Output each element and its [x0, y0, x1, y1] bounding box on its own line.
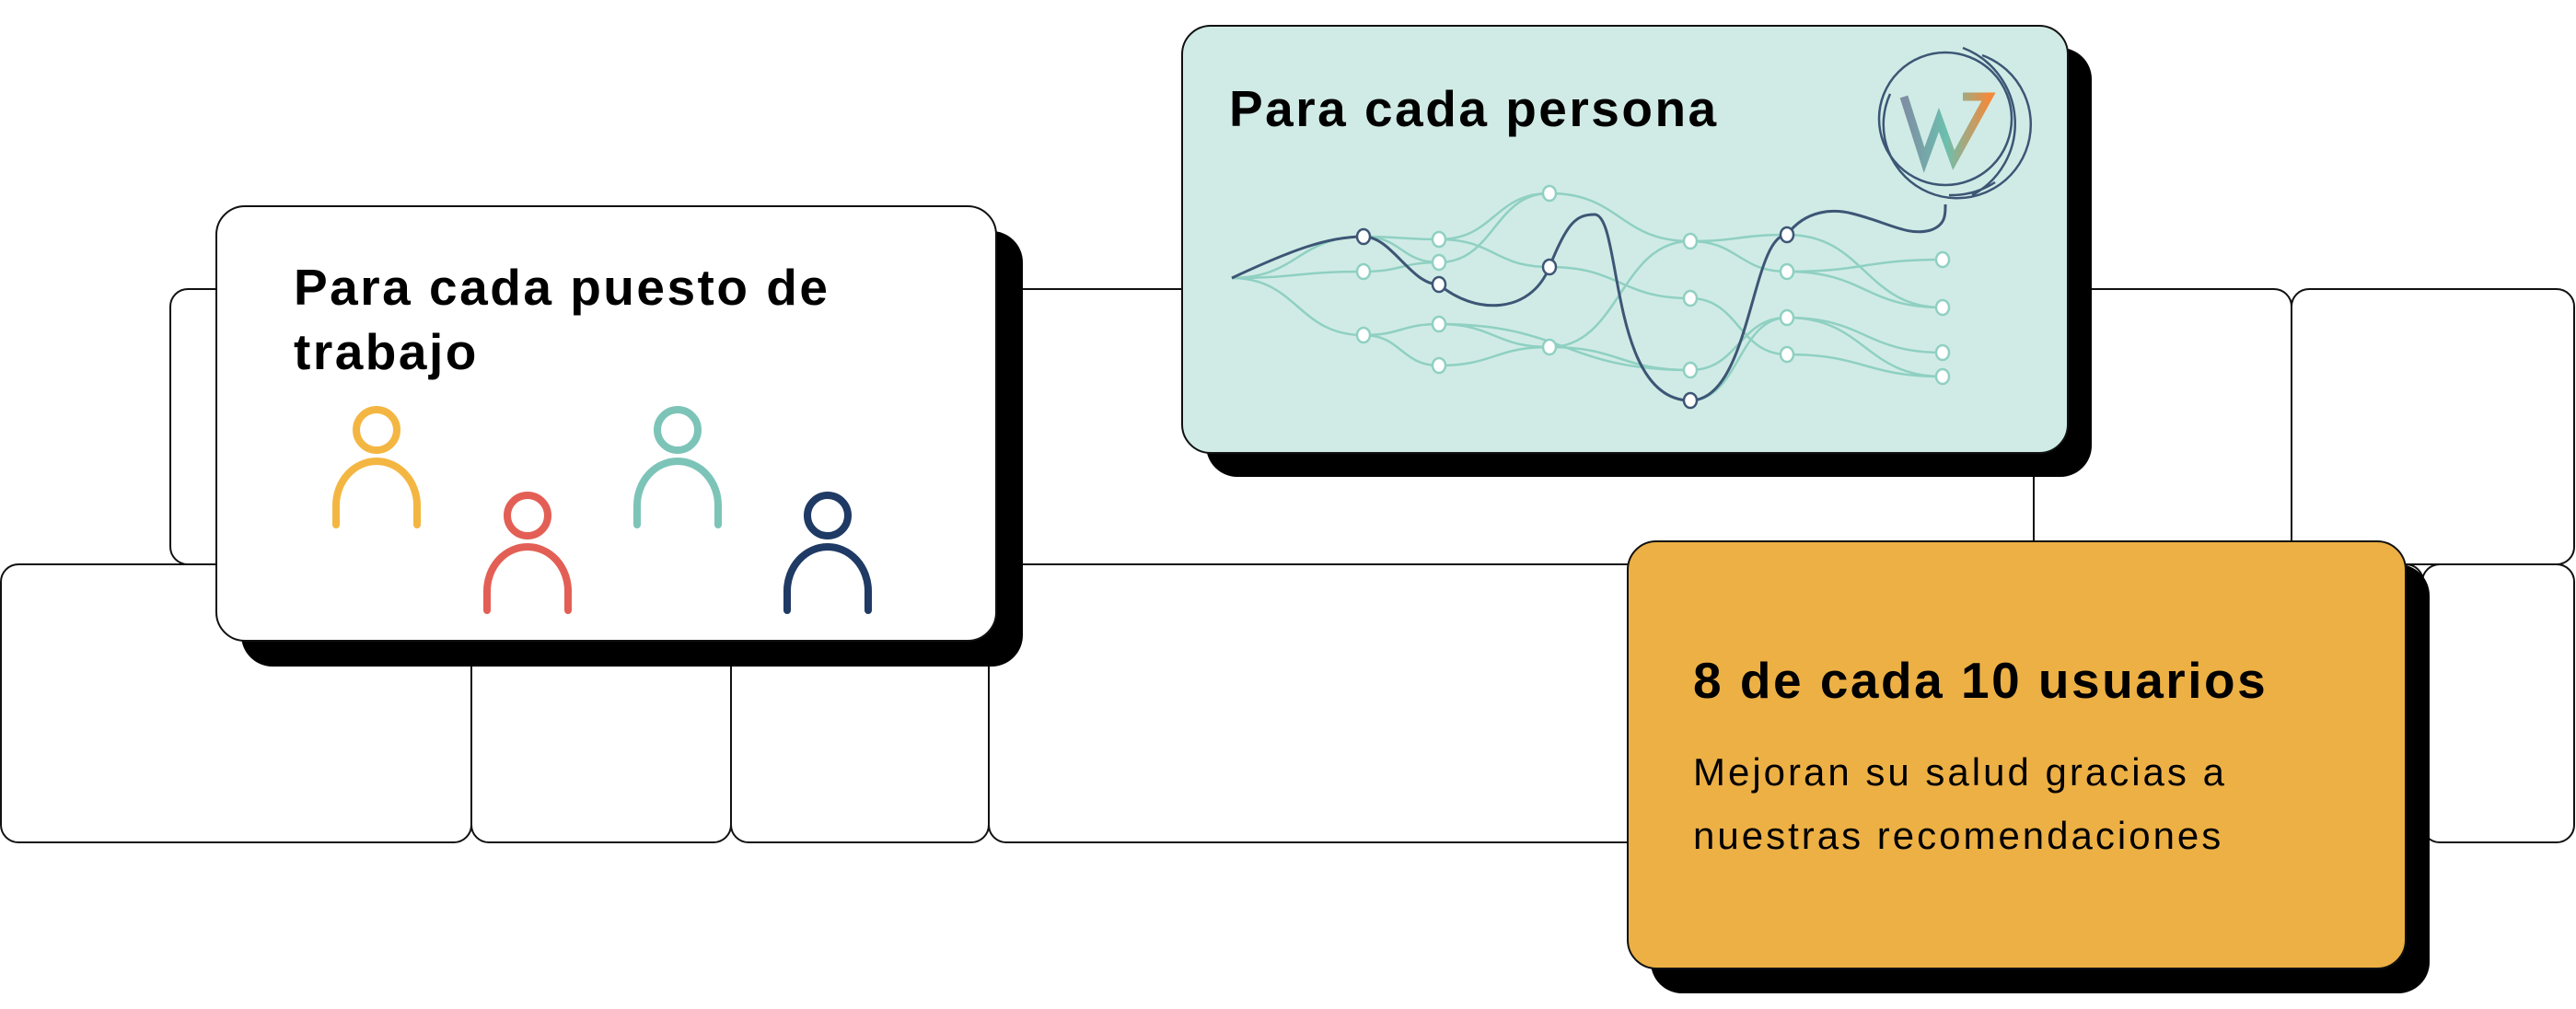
network-edge [1438, 191, 1550, 241]
network-edge [1689, 316, 1788, 402]
network-node [1934, 250, 1951, 269]
person-icon [783, 492, 872, 614]
network-node [1682, 361, 1699, 379]
network-node [1682, 289, 1699, 307]
network-node [1779, 262, 1795, 281]
network-node [1682, 391, 1699, 410]
stats-description-line1: Mejoran su salud gracias a [1693, 750, 2227, 794]
network-edge [1438, 238, 1550, 269]
network-node [1934, 298, 1951, 317]
network-node [1541, 338, 1558, 356]
network-edge [1786, 316, 1944, 378]
network-edge [1231, 270, 1364, 280]
network-node [1779, 308, 1795, 327]
network-edge [1786, 233, 1944, 309]
network-node [1355, 262, 1372, 281]
network-edge [1549, 345, 1691, 372]
network-edge [1689, 239, 1788, 273]
grid-box [2421, 563, 2575, 843]
network-edge [1438, 191, 1550, 264]
network-edge [1231, 276, 1364, 337]
network-node [1682, 232, 1699, 250]
network-node [1431, 356, 1447, 375]
network-node [1934, 367, 1951, 386]
network-node [1431, 275, 1447, 294]
person-card: Para cada persona [1181, 25, 2069, 454]
jobs-title-line2: trabajo [294, 323, 479, 380]
jobs-title-line1: Para cada puesto de [294, 259, 830, 316]
network-edge [1363, 261, 1440, 273]
people-group [332, 406, 872, 614]
person-icon [332, 406, 421, 528]
jobs-card: Para cada puesto de trabajo [215, 205, 997, 642]
network-node [1431, 230, 1447, 249]
w-logo-icon [1877, 46, 2032, 200]
stats-title: 8 de cada 10 usuarios [1693, 652, 2269, 709]
network-edge [1549, 265, 1691, 300]
network-node [1779, 345, 1795, 364]
network-node [1355, 326, 1372, 344]
network-node [1541, 184, 1558, 203]
network-diagram [1231, 46, 2032, 410]
network-edge [1786, 258, 1944, 273]
network-node [1431, 253, 1447, 272]
network-edge [1786, 270, 1944, 309]
network-edge [1689, 296, 1788, 356]
network-node [1541, 258, 1558, 276]
highlighted-path [1231, 203, 1947, 402]
stats-card: 8 de cada 10 usuarios Mejoran su salud g… [1627, 540, 2407, 969]
network-edge [1438, 345, 1550, 367]
network-node [1431, 315, 1447, 333]
person-icon [633, 406, 722, 528]
network-edge [1786, 353, 1944, 378]
network-edge [1363, 322, 1440, 337]
network-node [1355, 227, 1372, 246]
network-node [1779, 226, 1795, 244]
network-edge [1689, 233, 1788, 243]
person-icon [483, 492, 572, 614]
network-edge [1363, 333, 1440, 367]
stats-description-line2: nuestras recomendaciones [1693, 814, 2224, 857]
person-title: Para cada persona [1229, 80, 1719, 137]
network-edge [1549, 191, 1691, 243]
grid-box [2291, 288, 2575, 565]
network-node [1934, 343, 1951, 362]
